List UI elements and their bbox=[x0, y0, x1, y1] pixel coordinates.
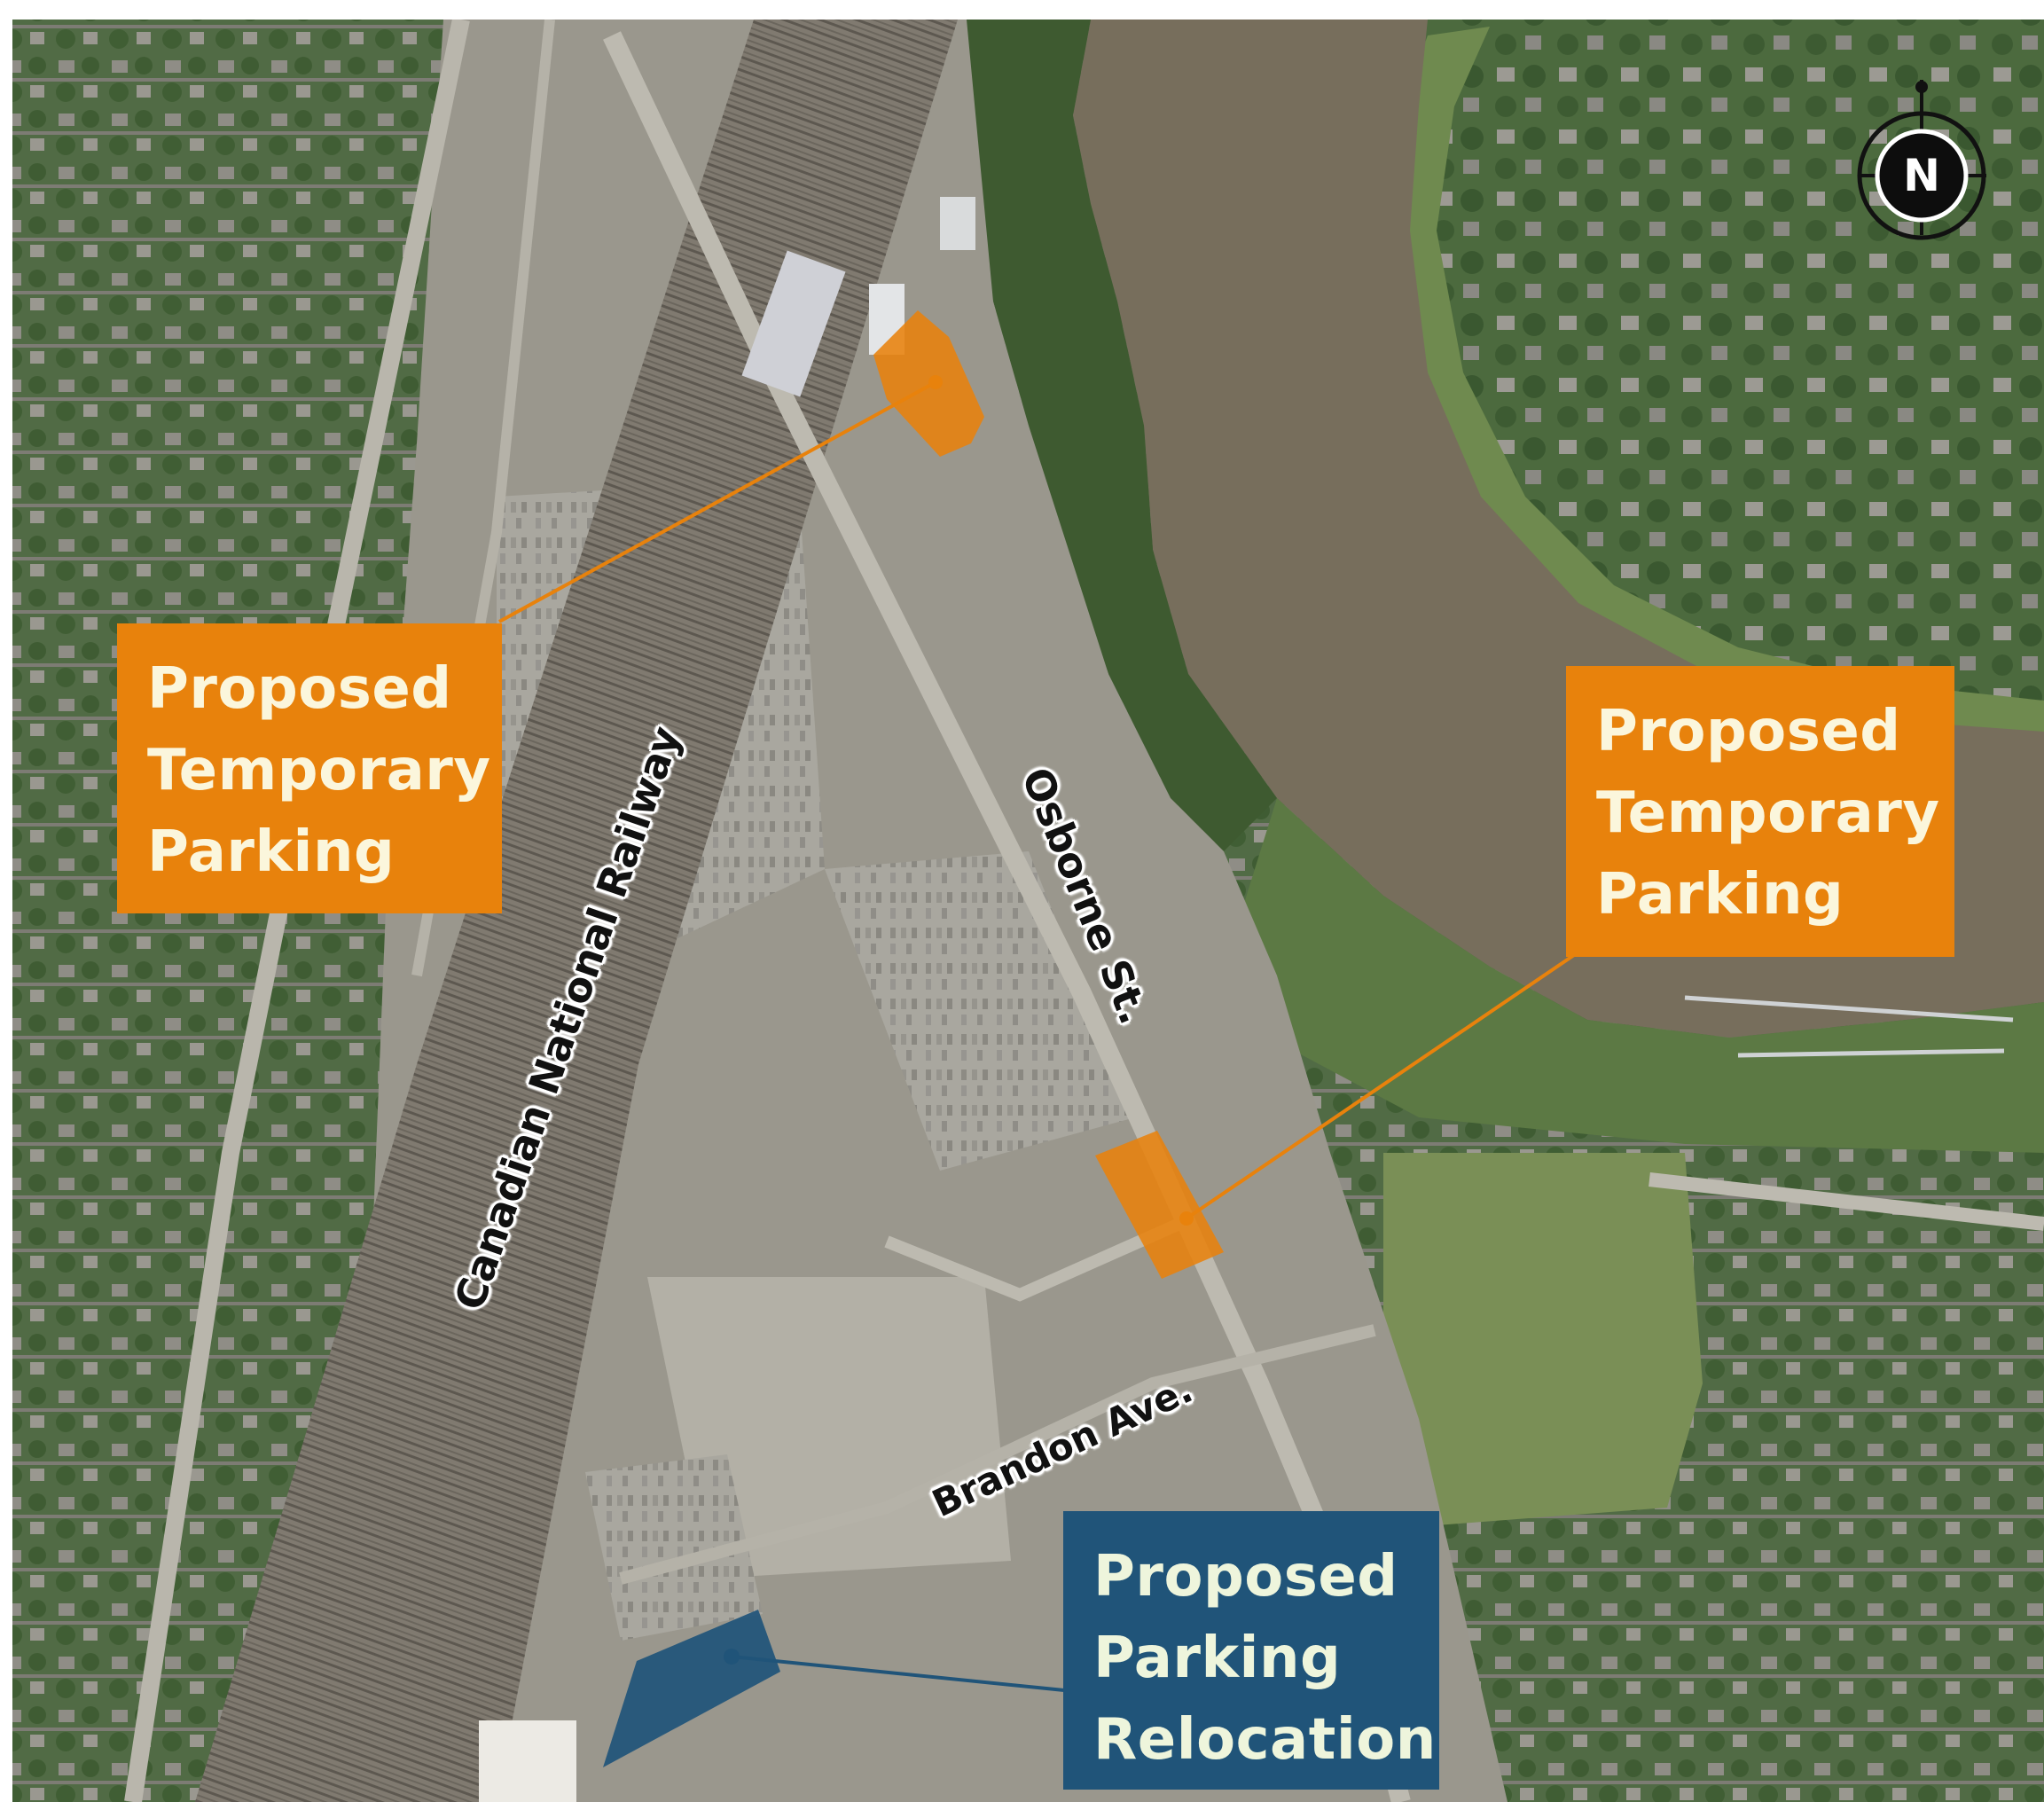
leader-dot-relocation bbox=[724, 1649, 740, 1665]
parking-relocation-area bbox=[603, 1610, 780, 1767]
callout-parking-relocation: Proposed Parking Relocation bbox=[1063, 1511, 1439, 1790]
callout-line: Parking bbox=[1093, 1626, 1342, 1691]
callout-line: Proposed bbox=[1596, 699, 1901, 764]
leader-line-north bbox=[498, 380, 936, 623]
callout-temporary-parking-south: Proposed Temporary Parking bbox=[1566, 666, 1954, 957]
callout-temporary-parking-north: Proposed Temporary Parking bbox=[117, 623, 502, 913]
callout-line: Proposed bbox=[1093, 1544, 1398, 1610]
callout-line: Relocation bbox=[1093, 1707, 1437, 1773]
north-arrow-icon bbox=[1857, 80, 1986, 240]
leader-line-south bbox=[1185, 953, 1576, 1220]
callout-line: Temporary bbox=[147, 738, 491, 803]
leader-line-relocation bbox=[731, 1655, 1065, 1692]
leader-dot-south bbox=[1179, 1211, 1194, 1226]
north-arrow-label: N bbox=[1903, 150, 1940, 201]
leader-dot-north bbox=[928, 375, 943, 389]
callout-line: Temporary bbox=[1596, 780, 1940, 846]
callout-line: Proposed bbox=[147, 656, 452, 722]
temporary-parking-area-south bbox=[1095, 1131, 1224, 1279]
callout-line: Parking bbox=[147, 819, 395, 885]
callout-line: Parking bbox=[1596, 862, 1844, 928]
